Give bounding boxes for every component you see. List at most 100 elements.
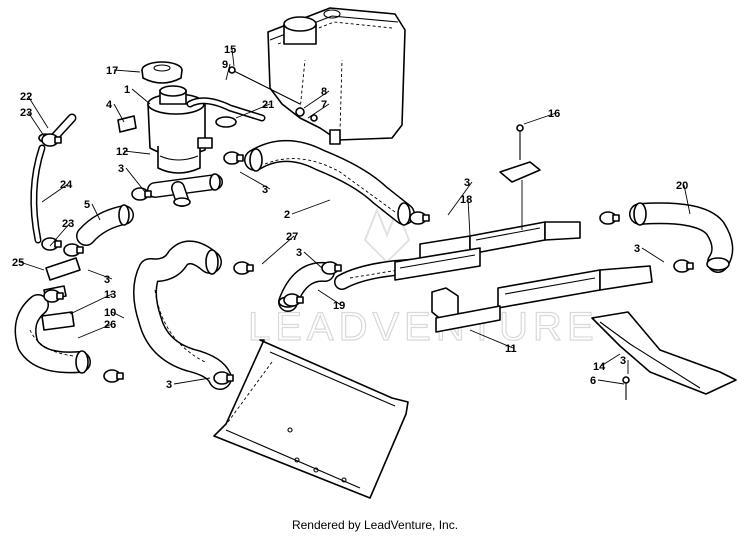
callout-number: 3 — [118, 163, 124, 175]
callout-number: 24 — [60, 179, 73, 191]
callout-number: 3 — [634, 243, 640, 255]
callout-number: 23 — [20, 107, 32, 119]
callout-leader — [87, 269, 113, 280]
callout-number: 2 — [284, 209, 290, 221]
heat-exchanger-plate — [213, 339, 409, 499]
callout-leader — [303, 251, 323, 269]
clamp-screw — [334, 264, 342, 272]
callout-number: 20 — [676, 180, 688, 192]
callout-number: 7 — [321, 99, 327, 111]
clamp-screw — [54, 240, 62, 248]
callout-number: 8 — [321, 86, 327, 98]
callout-leader — [27, 95, 49, 129]
callout-number: 25 — [12, 257, 24, 269]
callout-leader — [317, 289, 342, 306]
callout-leader — [225, 63, 231, 81]
callout-leader — [307, 103, 330, 119]
callout-number: 15 — [224, 44, 236, 56]
callout-number: 18 — [460, 194, 472, 206]
expansion-bottle — [147, 85, 213, 174]
clamp-screw — [144, 190, 152, 198]
clamp-screw — [612, 214, 620, 222]
callout-number: 17 — [106, 65, 118, 77]
watermark-text: LEADVENTURE — [248, 305, 599, 349]
hose-26 — [14, 294, 91, 374]
callout-leader — [19, 261, 45, 271]
callout-number: 3 — [262, 184, 268, 196]
callout-number: 5 — [84, 199, 90, 211]
clamp-screw — [226, 374, 234, 382]
clamp-screw — [116, 372, 124, 380]
small-fittings — [41, 257, 81, 331]
callout-number: 3 — [296, 247, 302, 259]
clamp-screw — [422, 214, 430, 222]
rendered-by-footer: Rendered by LeadVenture, Inc. — [291, 518, 459, 532]
callout-number: 3 — [104, 274, 110, 286]
callout-leader — [113, 103, 125, 123]
tee-fitting — [147, 173, 223, 207]
callout-leader — [467, 198, 471, 237]
callout-leader — [69, 293, 113, 315]
clamp-screw — [296, 296, 304, 304]
clamp-screw — [236, 154, 244, 162]
callout-number: 14 — [593, 361, 606, 373]
callout-number: 23 — [62, 218, 74, 230]
callout-leader — [597, 379, 625, 385]
hose-20 — [629, 202, 734, 273]
lower-hose — [133, 240, 232, 390]
callout-leader — [123, 150, 151, 155]
callout-leader — [111, 311, 125, 319]
overflow-tube — [186, 66, 318, 128]
callout-leader — [291, 199, 331, 215]
rear-heat-exchanger-guard — [591, 311, 737, 400]
clamp-screw — [54, 136, 62, 144]
callout-number: 12 — [116, 146, 128, 158]
callout-leader — [27, 111, 45, 137]
callout-number: 16 — [548, 108, 560, 120]
callout-number: 3 — [464, 177, 470, 189]
callout-number: 13 — [104, 289, 116, 301]
callout-leader — [77, 323, 113, 339]
callout-leader — [469, 329, 514, 349]
callout-leader — [600, 353, 621, 367]
radiator-cap — [141, 61, 183, 84]
callout-leader — [303, 90, 330, 109]
callout-number: 10 — [104, 307, 116, 319]
callout-leader — [235, 103, 271, 119]
warning-label — [117, 115, 137, 133]
callout-leader — [49, 222, 71, 247]
callout-number: 3 — [166, 379, 172, 391]
hose-5 — [76, 204, 134, 246]
callout-number: 27 — [286, 231, 298, 243]
callout-layer: 1233333333456789101112131415161718192021… — [12, 44, 691, 391]
callout-leader — [231, 48, 235, 67]
callout-number: 21 — [262, 99, 274, 111]
upper-hose — [244, 140, 415, 226]
callout-number: 3 — [620, 355, 626, 367]
callout-leader — [447, 181, 473, 216]
callout-number: 9 — [222, 59, 228, 71]
callout-number: 4 — [106, 99, 113, 111]
coolant-reservoir — [267, 7, 406, 145]
clamp-screw — [686, 262, 694, 270]
watermark: LEADVENTURE — [247, 207, 599, 350]
callout-leader — [683, 184, 691, 215]
callout-number: 6 — [590, 375, 596, 387]
clamp-screw — [56, 292, 64, 300]
tunnel-heat-exchangers — [394, 221, 653, 333]
callout-leader — [91, 203, 101, 221]
callout-leader — [523, 112, 557, 125]
callout-leader — [173, 377, 211, 385]
callout-leader — [239, 171, 271, 190]
callout-leader — [261, 235, 295, 265]
callout-leader — [41, 183, 69, 203]
clamp-screw — [246, 264, 254, 272]
hose-clamps — [41, 133, 694, 385]
bracket-16 — [499, 124, 541, 230]
clamp-screw — [76, 246, 84, 254]
callout-leader — [131, 88, 151, 105]
callout-leader — [125, 167, 146, 193]
callout-number: 22 — [20, 91, 32, 103]
